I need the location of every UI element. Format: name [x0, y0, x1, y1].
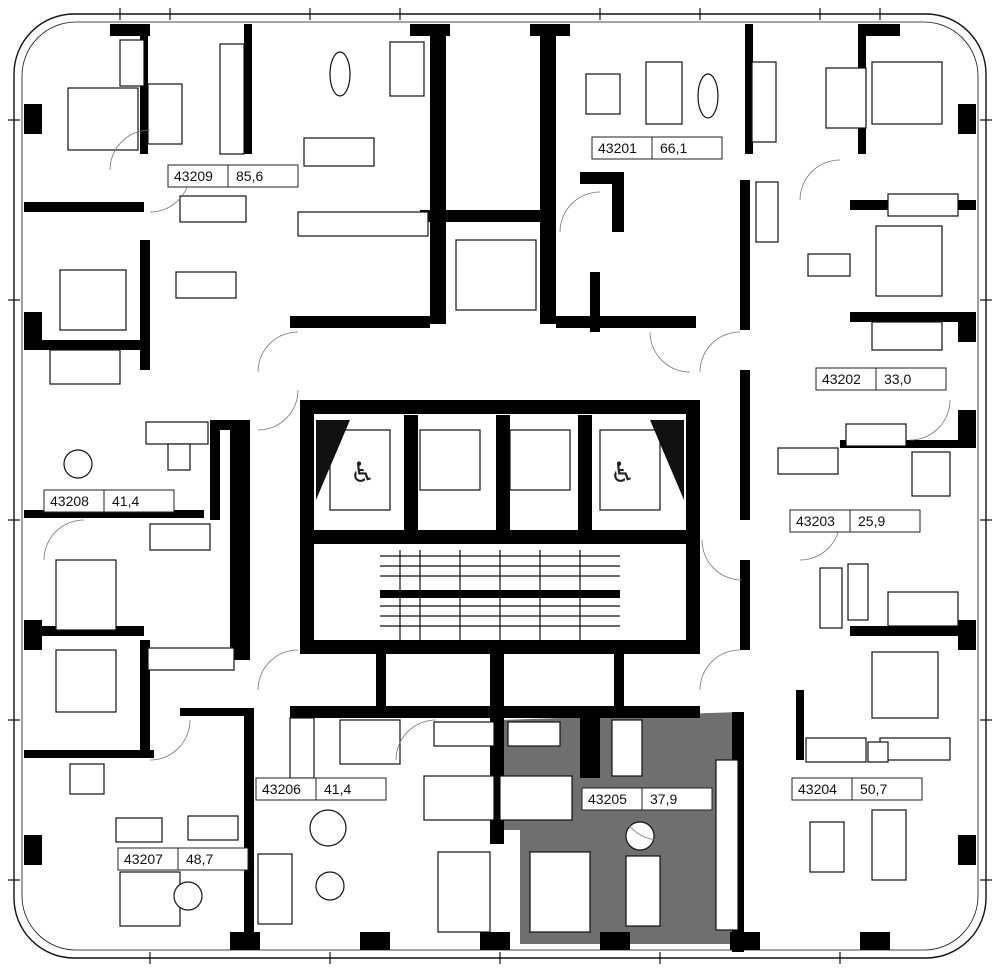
unit-area: 41,4: [324, 781, 351, 797]
unit-number: 43209: [174, 168, 213, 184]
unit-label-43209[interactable]: 43209 85,6: [167, 164, 299, 188]
unit-area: 50,7: [860, 781, 887, 797]
unit-number: 43206: [262, 781, 301, 797]
unit-area: 37,9: [650, 791, 677, 807]
unit-number: 43203: [796, 513, 835, 529]
staircase: [380, 550, 620, 640]
unit-area: 25,9: [858, 513, 885, 529]
furniture: [49, 39, 959, 933]
unit-label-box: [591, 136, 723, 160]
unit-label-43207[interactable]: 43207 48,7: [117, 847, 249, 871]
unit-area: 66,1: [660, 140, 687, 156]
unit-label-43201[interactable]: 43201 66,1: [591, 136, 723, 160]
unit-label-43206[interactable]: 43206 41,4: [255, 777, 387, 801]
unit-label-box: [815, 367, 947, 391]
unit-label-43204[interactable]: 43204 50,7: [791, 777, 923, 801]
accessible-elevator-icon: ♿: [350, 456, 375, 489]
unit-label-box: [43, 489, 175, 513]
unit-area: 41,4: [112, 493, 139, 509]
unit-area: 48,7: [186, 851, 213, 867]
unit-label-box: [167, 164, 299, 188]
unit-area: 85,6: [236, 168, 263, 184]
unit-label-43202[interactable]: 43202 33,0: [815, 367, 947, 391]
elevator-bank: [316, 420, 684, 511]
unit-area: 33,0: [884, 371, 911, 387]
unit-label-box: [789, 509, 921, 533]
unit-label-43205[interactable]: 43205 37,9: [581, 787, 713, 811]
window-marks: [8, 8, 992, 964]
unit-number: 43202: [822, 371, 861, 387]
walls: [24, 24, 976, 952]
unit-number: 43201: [598, 140, 637, 156]
accessible-elevator-icon: ♿: [610, 456, 635, 489]
shaft-equipment: [455, 239, 537, 311]
unit-label-box: [791, 777, 923, 801]
door-swings: [43, 129, 951, 841]
unit-label-box: [581, 787, 713, 811]
unit-number: 43204: [798, 781, 837, 797]
unit-label-box: [255, 777, 387, 801]
unit-number: 43207: [124, 851, 163, 867]
unit-number: 43205: [588, 791, 627, 807]
unit-label-box: [117, 847, 249, 871]
unit-label-43203[interactable]: 43203 25,9: [789, 509, 921, 533]
unit-label-43208[interactable]: 43208 41,4: [43, 489, 175, 513]
unit-number: 43208: [50, 493, 89, 509]
